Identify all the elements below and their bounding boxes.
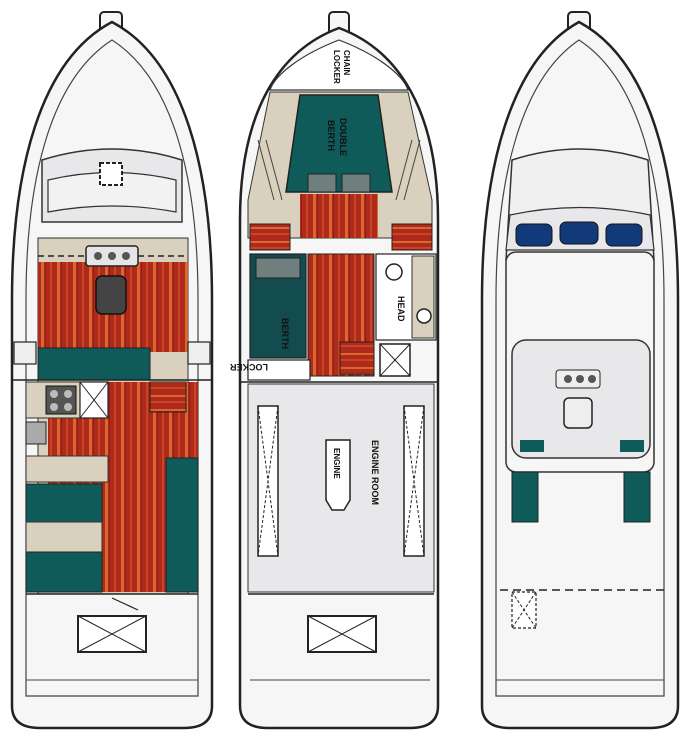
- chain-locker-label-1: CHAIN: [342, 50, 351, 76]
- boat-view-flybridge: [480, 11, 680, 730]
- boat-view-main-deck: [10, 11, 214, 730]
- settee-aft-left: [165, 457, 199, 593]
- dinette-seat-2-left: [25, 551, 103, 593]
- hatch-left: [99, 162, 123, 186]
- gauge-icon: [564, 375, 572, 383]
- steps-left: [149, 381, 187, 413]
- head-label: HEAD: [396, 296, 406, 322]
- gauge-icon: [122, 252, 130, 260]
- sliding-door-left: [13, 341, 37, 365]
- bridge-seat-right-right: [620, 440, 644, 452]
- dinette-table-2-left: [25, 521, 103, 553]
- hanging-locker-right: [391, 223, 433, 251]
- windshield-left: [47, 171, 177, 213]
- toilet-icon: [385, 263, 403, 281]
- settee-left: [37, 347, 151, 381]
- hanging-locker-left: [249, 223, 291, 251]
- locker-strip: [247, 359, 311, 381]
- sidedeck-cushion-left: [511, 471, 539, 523]
- locker-label: LOCKER: [230, 362, 269, 372]
- chain-locker-area: [269, 39, 409, 91]
- window-icon: [515, 223, 553, 247]
- window-icon: [605, 223, 643, 247]
- dinette-seat-left: [25, 483, 103, 523]
- head-counter: [411, 255, 435, 339]
- gauge-icon: [576, 375, 584, 383]
- window-icon: [559, 221, 599, 245]
- deck-edge-left: [25, 39, 199, 697]
- berth-pillow-right: [341, 173, 371, 193]
- gauge-icon: [94, 252, 102, 260]
- sink-icon: [25, 421, 47, 445]
- engine-room-label: ENGINE ROOM: [370, 440, 380, 505]
- deck-edge-right: [495, 39, 665, 697]
- companion-steps: [339, 341, 375, 375]
- sidedeck-cushion-right: [623, 471, 651, 523]
- sink-icon: [416, 308, 432, 324]
- gauge-icon: [108, 252, 116, 260]
- engine-block: [325, 439, 351, 511]
- guest-berth-pillow: [255, 257, 301, 279]
- forward-cabin-wood-floor: [300, 194, 378, 238]
- double-berth-label-1: DOUBLE: [338, 118, 348, 156]
- engine-label: ENGINE: [332, 448, 341, 479]
- dinette-table-left: [25, 455, 109, 483]
- sliding-door-left-2: [187, 341, 211, 365]
- stove-icon: [45, 385, 77, 415]
- berth-pillow-left: [307, 173, 337, 193]
- double-berth-label-2: BERTH: [326, 120, 336, 151]
- double-berth: [285, 94, 393, 193]
- berth-label: BERTH: [280, 318, 290, 349]
- helm-seat-right: [563, 397, 593, 429]
- gauge-icon: [588, 375, 596, 383]
- boat-view-accommodations: CHAIN LOCKER DOUBLE BERTH BERTH HEAD LOC…: [230, 11, 440, 730]
- chain-locker-label-2: LOCKER: [332, 50, 341, 84]
- bridge-seat-left-right: [520, 440, 544, 452]
- helm-seat-left: [95, 275, 127, 315]
